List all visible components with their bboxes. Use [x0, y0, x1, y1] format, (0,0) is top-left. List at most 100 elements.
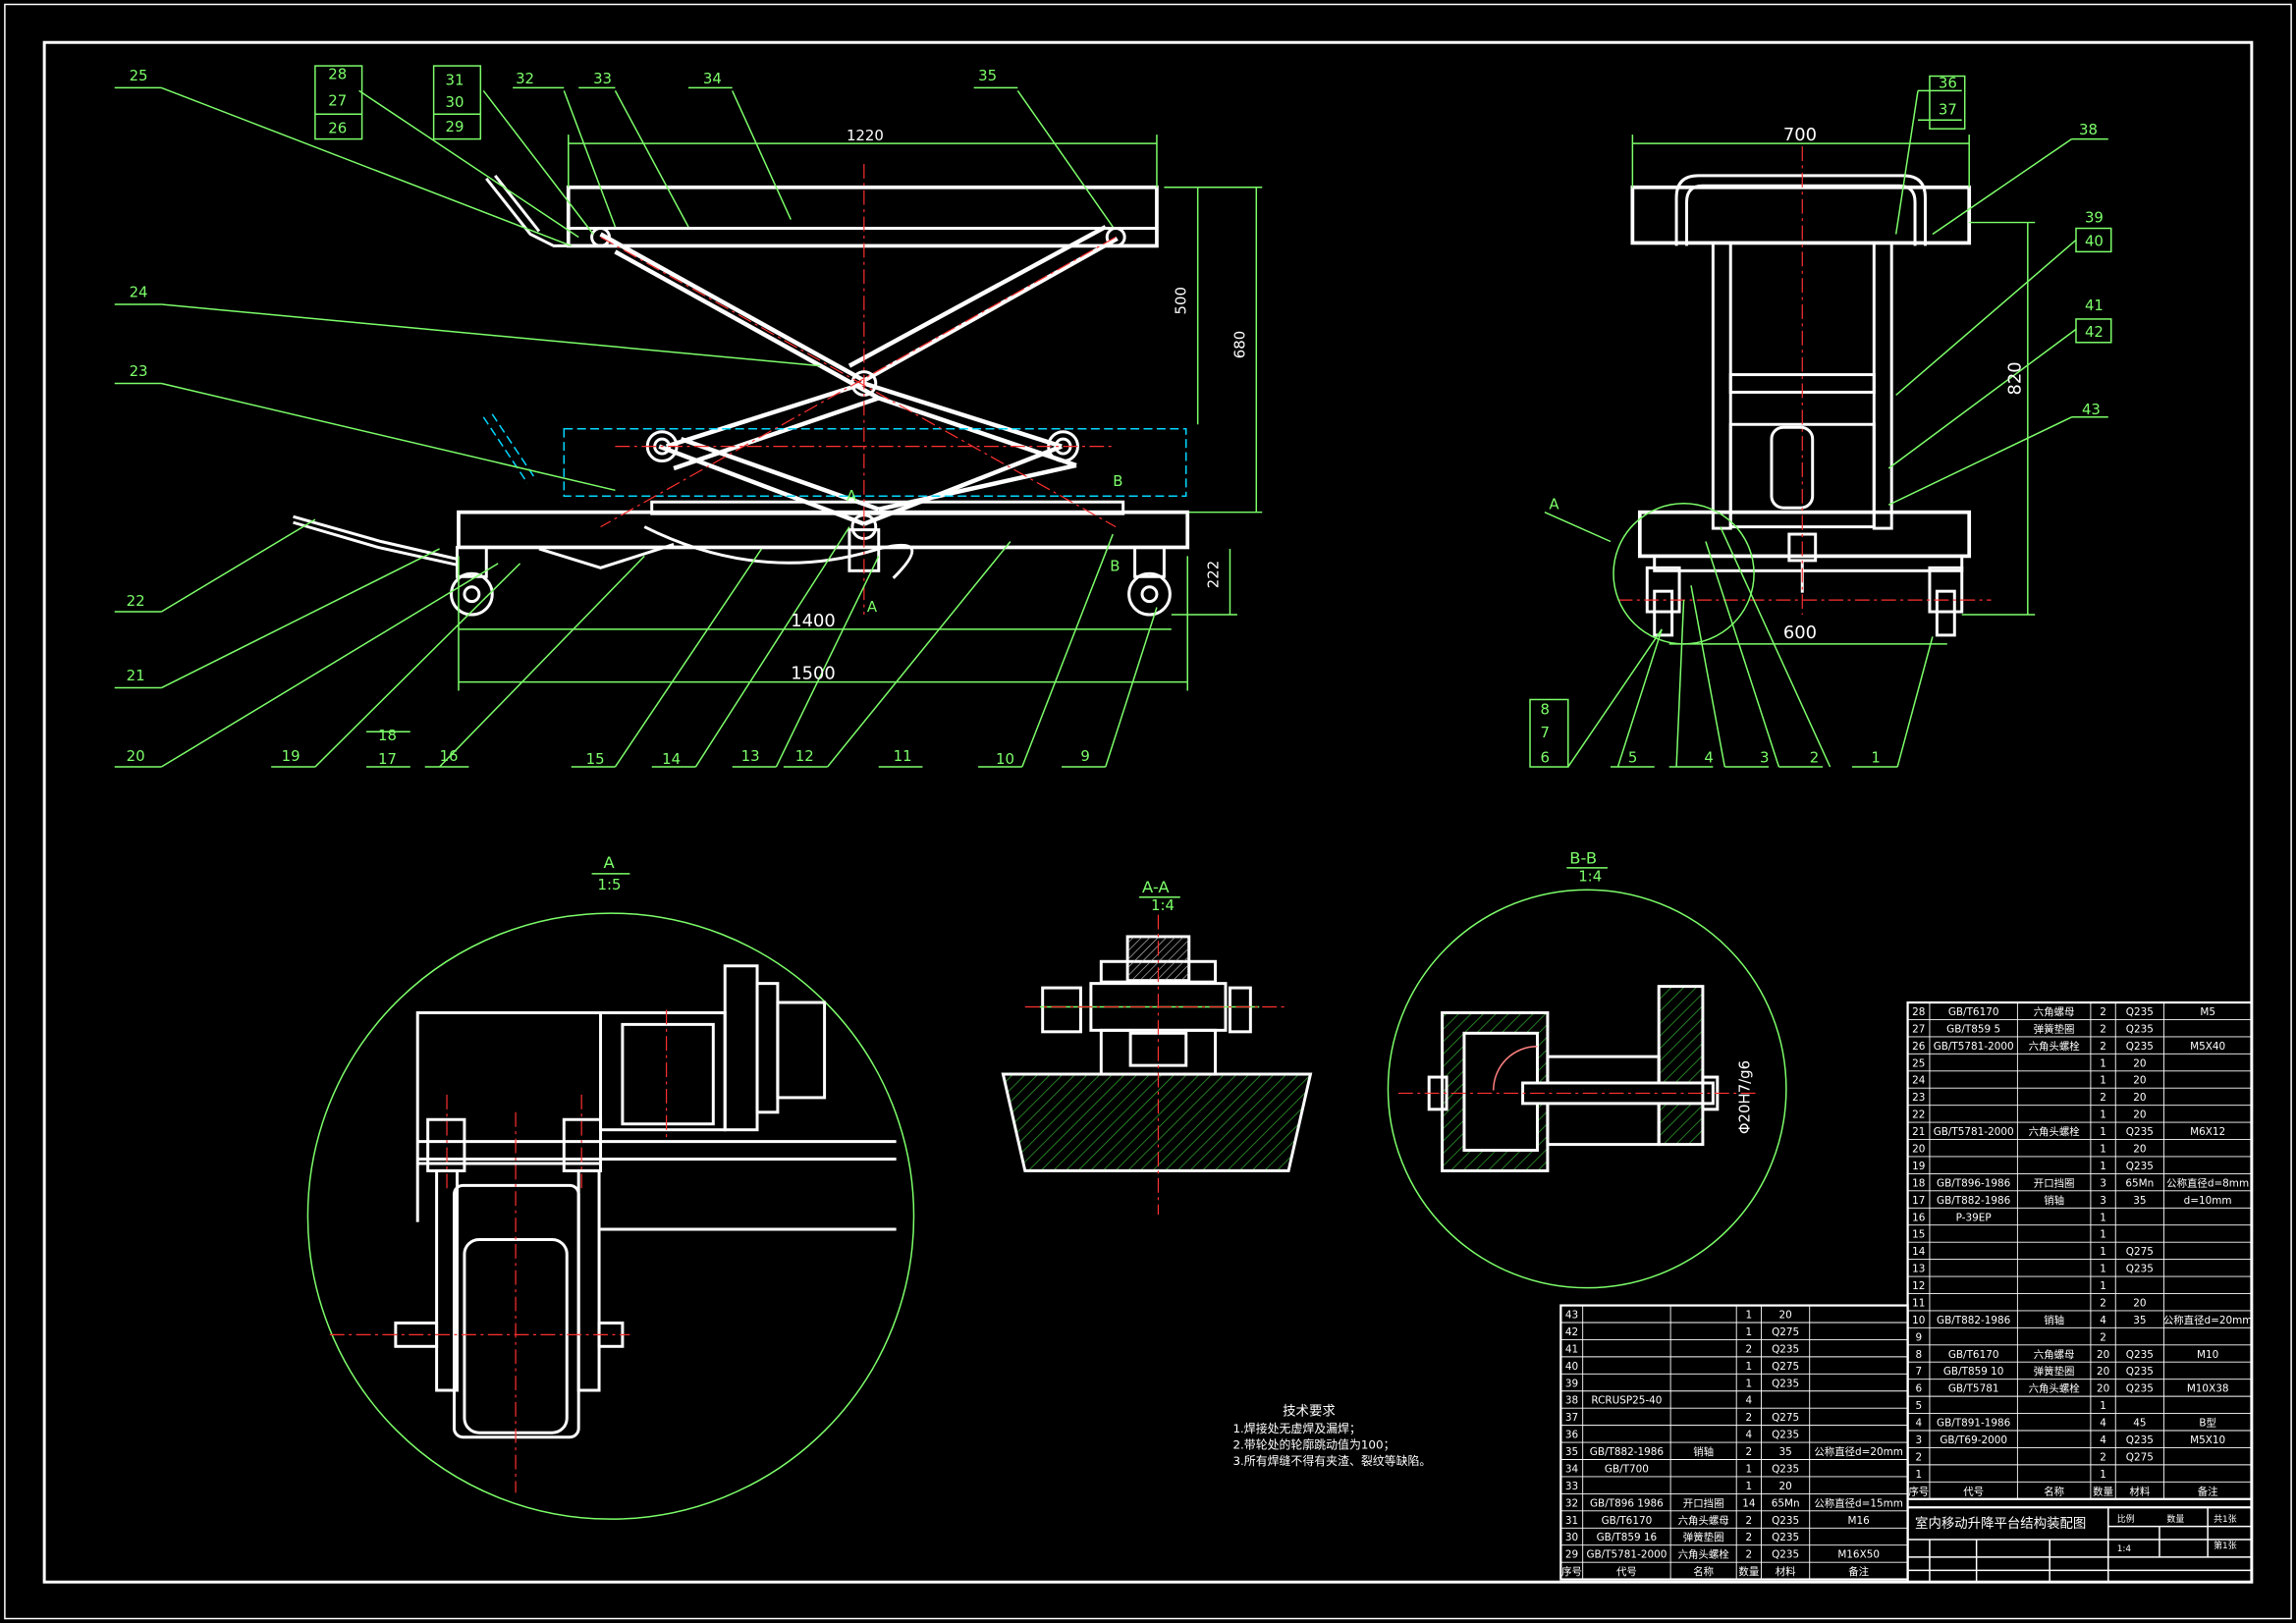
bom-cell: 35 — [1778, 1446, 1791, 1458]
bom-cell: B型 — [2199, 1417, 2216, 1430]
callout-14: 14 — [662, 750, 681, 768]
bom-cell: Q235 — [2126, 1264, 2154, 1275]
bom-cell: M16X50 — [1837, 1549, 1880, 1561]
callout-37: 37 — [1939, 100, 1957, 118]
bom-cell: d=10mm — [2184, 1195, 2232, 1207]
bom-cell: 20 — [2097, 1383, 2109, 1395]
bom-cell: Q235 — [1772, 1378, 1799, 1389]
tech-note-1: 1.焊接处无虚焊及漏焊； — [1232, 1422, 1360, 1435]
bom-cell: 25 — [1912, 1057, 1925, 1069]
callout-35: 35 — [978, 67, 997, 84]
bom-cell: Q235 — [2126, 1023, 2154, 1035]
side-center-lines — [1617, 146, 1992, 616]
dim-1400: 1400 — [791, 611, 836, 631]
bom-cell: 4 — [2100, 1315, 2106, 1326]
center-lines — [600, 163, 1117, 616]
section-bb-scale: 1:4 — [1578, 867, 1602, 885]
callout-29: 29 — [446, 118, 465, 135]
bom-cell: 2 — [1746, 1343, 1753, 1355]
bom-cell: GB/T69-2000 — [1940, 1434, 2007, 1446]
section-bb-view: B-B 1:4 Φ20H7/g6 — [1387, 848, 1787, 1289]
callout-11: 11 — [894, 747, 912, 765]
callout-21: 21 — [127, 667, 145, 684]
callout-33: 33 — [593, 70, 612, 87]
bom-cell: 弹簧垫圈 — [2034, 1022, 2075, 1035]
bom-cell: 4 — [1746, 1430, 1753, 1441]
bom-cell: 开口挡圈 — [2034, 1176, 2075, 1189]
bom-cell: 42 — [1565, 1326, 1578, 1338]
bom-cell: 六角头螺栓 — [2029, 1382, 2081, 1395]
bom-cell: 2 — [2100, 1041, 2106, 1053]
bom-cell: 20 — [2133, 1075, 2146, 1087]
bom-cell: GB/T6170 — [1948, 1349, 1999, 1361]
bom-cell: 32 — [1565, 1497, 1578, 1509]
section-aa-scale: 1:4 — [1151, 896, 1175, 914]
bom-cell: 45 — [2133, 1418, 2146, 1430]
bom-cell: 1 — [2100, 1126, 2106, 1138]
bom-cell: 20 — [2097, 1366, 2109, 1378]
bom-cell: Q235 — [2126, 1041, 2154, 1053]
bom-cell: GB/T5781-2000 — [1934, 1126, 2014, 1138]
main-dimensions — [114, 65, 1263, 768]
bom-cell: 2 — [2100, 1092, 2106, 1104]
bom-cell: 34 — [1565, 1463, 1579, 1475]
bom-cell: 公称直径d=20mm — [2163, 1314, 2253, 1326]
section-bb-title: B-B — [1569, 848, 1597, 867]
main-dim-text: 1220 500 680 222 1400 1500 A A B B — [791, 127, 1248, 684]
bom-cell: Q235 — [2126, 1006, 2154, 1018]
bom-header-cell: 名称 — [2044, 1485, 2064, 1497]
bom-cell: 1 — [2100, 1469, 2106, 1481]
bom-cell: Q275 — [2126, 1451, 2154, 1463]
bom-cell: 2 — [1746, 1549, 1753, 1561]
bom-cell: 1 — [2100, 1264, 2106, 1275]
bom-cell: M10X38 — [2187, 1383, 2229, 1395]
bom-cell: 2 — [2100, 1023, 2106, 1035]
bom-cell: 1 — [2100, 1246, 2106, 1258]
bom-cell: Q235 — [2126, 1349, 2154, 1361]
dim-1500: 1500 — [791, 664, 836, 684]
bom-cell: M5 — [2200, 1006, 2215, 1018]
section-mark-b-left: B — [1110, 557, 1120, 574]
bom-cell: 41 — [1565, 1343, 1578, 1355]
bom-cell: 65Mn — [2125, 1177, 2154, 1189]
bom-cell: GB/T6170 — [1948, 1006, 1999, 1018]
bom-cell: 开口挡圈 — [1683, 1496, 1724, 1509]
callout-42: 42 — [2085, 323, 2104, 341]
bom-cell: Q275 — [1772, 1412, 1799, 1424]
bom-cell: Q235 — [1772, 1549, 1799, 1561]
callout-38: 38 — [2079, 121, 2098, 138]
tech-notes: 技术要求 1.焊接处无虚焊及漏焊； 2.带轮处的轮廓跳动值为100； 3.所有焊… — [1232, 1403, 1431, 1468]
bom-cell: 2 — [2100, 1006, 2106, 1018]
bom-cell: 3 — [2100, 1195, 2106, 1207]
bom-cell: 弹簧垫圈 — [1683, 1531, 1724, 1543]
side-callouts: A 36 37 38 39 40 41 42 43 8 7 6 5 4 3 2 … — [1540, 74, 2103, 766]
bom-cell: 20 — [1912, 1143, 1925, 1155]
bom-cell: 31 — [1565, 1515, 1578, 1527]
bom-cell: 3 — [1915, 1434, 1922, 1446]
bom-cell: Q235 — [1772, 1532, 1799, 1543]
bom-cell: 6 — [1915, 1383, 1922, 1395]
bom-cell: 30 — [1565, 1532, 1578, 1543]
bom-header-cell: 名称 — [1693, 1565, 1714, 1578]
bom-cell: Q235 — [1772, 1463, 1799, 1475]
bom-cell: 弹簧垫圈 — [2034, 1365, 2075, 1378]
callout-15: 15 — [586, 750, 605, 768]
bom-cell: 1 — [2100, 1280, 2106, 1292]
bom-cell: 13 — [1912, 1264, 1925, 1275]
bom-cell: 六角头螺栓 — [2029, 1125, 2081, 1138]
callout-23: 23 — [130, 362, 148, 380]
callout-32: 32 — [516, 70, 534, 87]
title-block-name: 室内移动升降平台结构装配图 — [1915, 1515, 2086, 1532]
bom-cell: GB/T700 — [1605, 1463, 1649, 1475]
bom-cell: 36 — [1565, 1430, 1578, 1441]
callout-43: 43 — [2082, 401, 2101, 418]
title-block-qty-label: 数量 — [2166, 1513, 2184, 1525]
bom-cell: 1 — [1746, 1463, 1753, 1475]
bom-cell: GB/T896-1986 — [1937, 1177, 2010, 1189]
bom-header-cell: 备注 — [1848, 1565, 1869, 1578]
callout-9: 9 — [1080, 747, 1089, 765]
bom-header-cell: 材料 — [1776, 1565, 1796, 1578]
